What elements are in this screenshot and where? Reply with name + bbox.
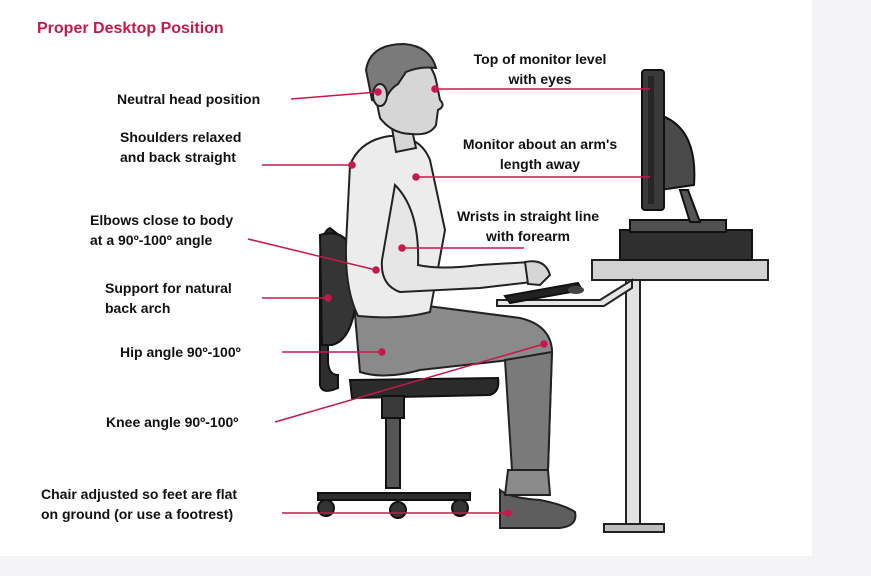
diagram-title: Proper Desktop Position <box>37 20 224 37</box>
label-back-support: Support for natural back arch <box>105 280 232 316</box>
ergonomic-illustration <box>247 42 769 533</box>
label-chair-adjusted: Chair adjusted so feet are flat on groun… <box>41 486 238 522</box>
label-hip-angle: Hip angle 90º-100º <box>120 344 241 360</box>
label-monitor-distance: Monitor about an arm's length away <box>462 136 618 172</box>
label-knee-angle: Knee angle 90º-100º <box>106 414 239 430</box>
diagram-canvas: Proper Desktop Position Neutral head pos… <box>0 0 812 556</box>
label-neutral-head: Neutral head position <box>117 91 261 107</box>
monitor <box>619 69 753 261</box>
desk <box>496 259 769 533</box>
label-shoulders: Shoulders relaxed and back straight <box>120 129 242 165</box>
person <box>344 42 577 529</box>
keyboard <box>503 281 584 305</box>
label-monitor-level: Top of monitor level with eyes <box>473 51 607 87</box>
label-elbows: Elbows close to body at a 90º-100º angle <box>90 212 234 248</box>
leader-lines <box>247 85 650 517</box>
label-wrists: Wrists in straight line with forearm <box>456 208 600 244</box>
